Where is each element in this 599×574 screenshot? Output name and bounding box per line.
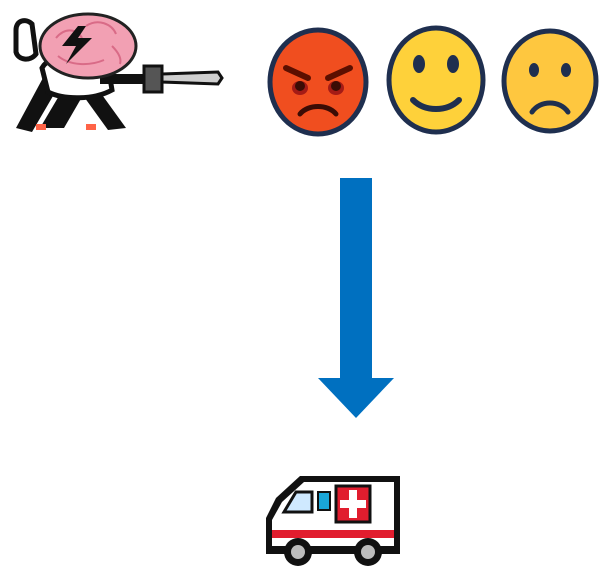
smiling-face-icon [385, 24, 487, 136]
frowning-face-icon [500, 26, 599, 136]
angry-face-icon [266, 26, 370, 138]
brain-fencer-icon [8, 8, 226, 136]
ambulance-icon [262, 468, 404, 568]
down-arrow-icon [318, 178, 394, 418]
